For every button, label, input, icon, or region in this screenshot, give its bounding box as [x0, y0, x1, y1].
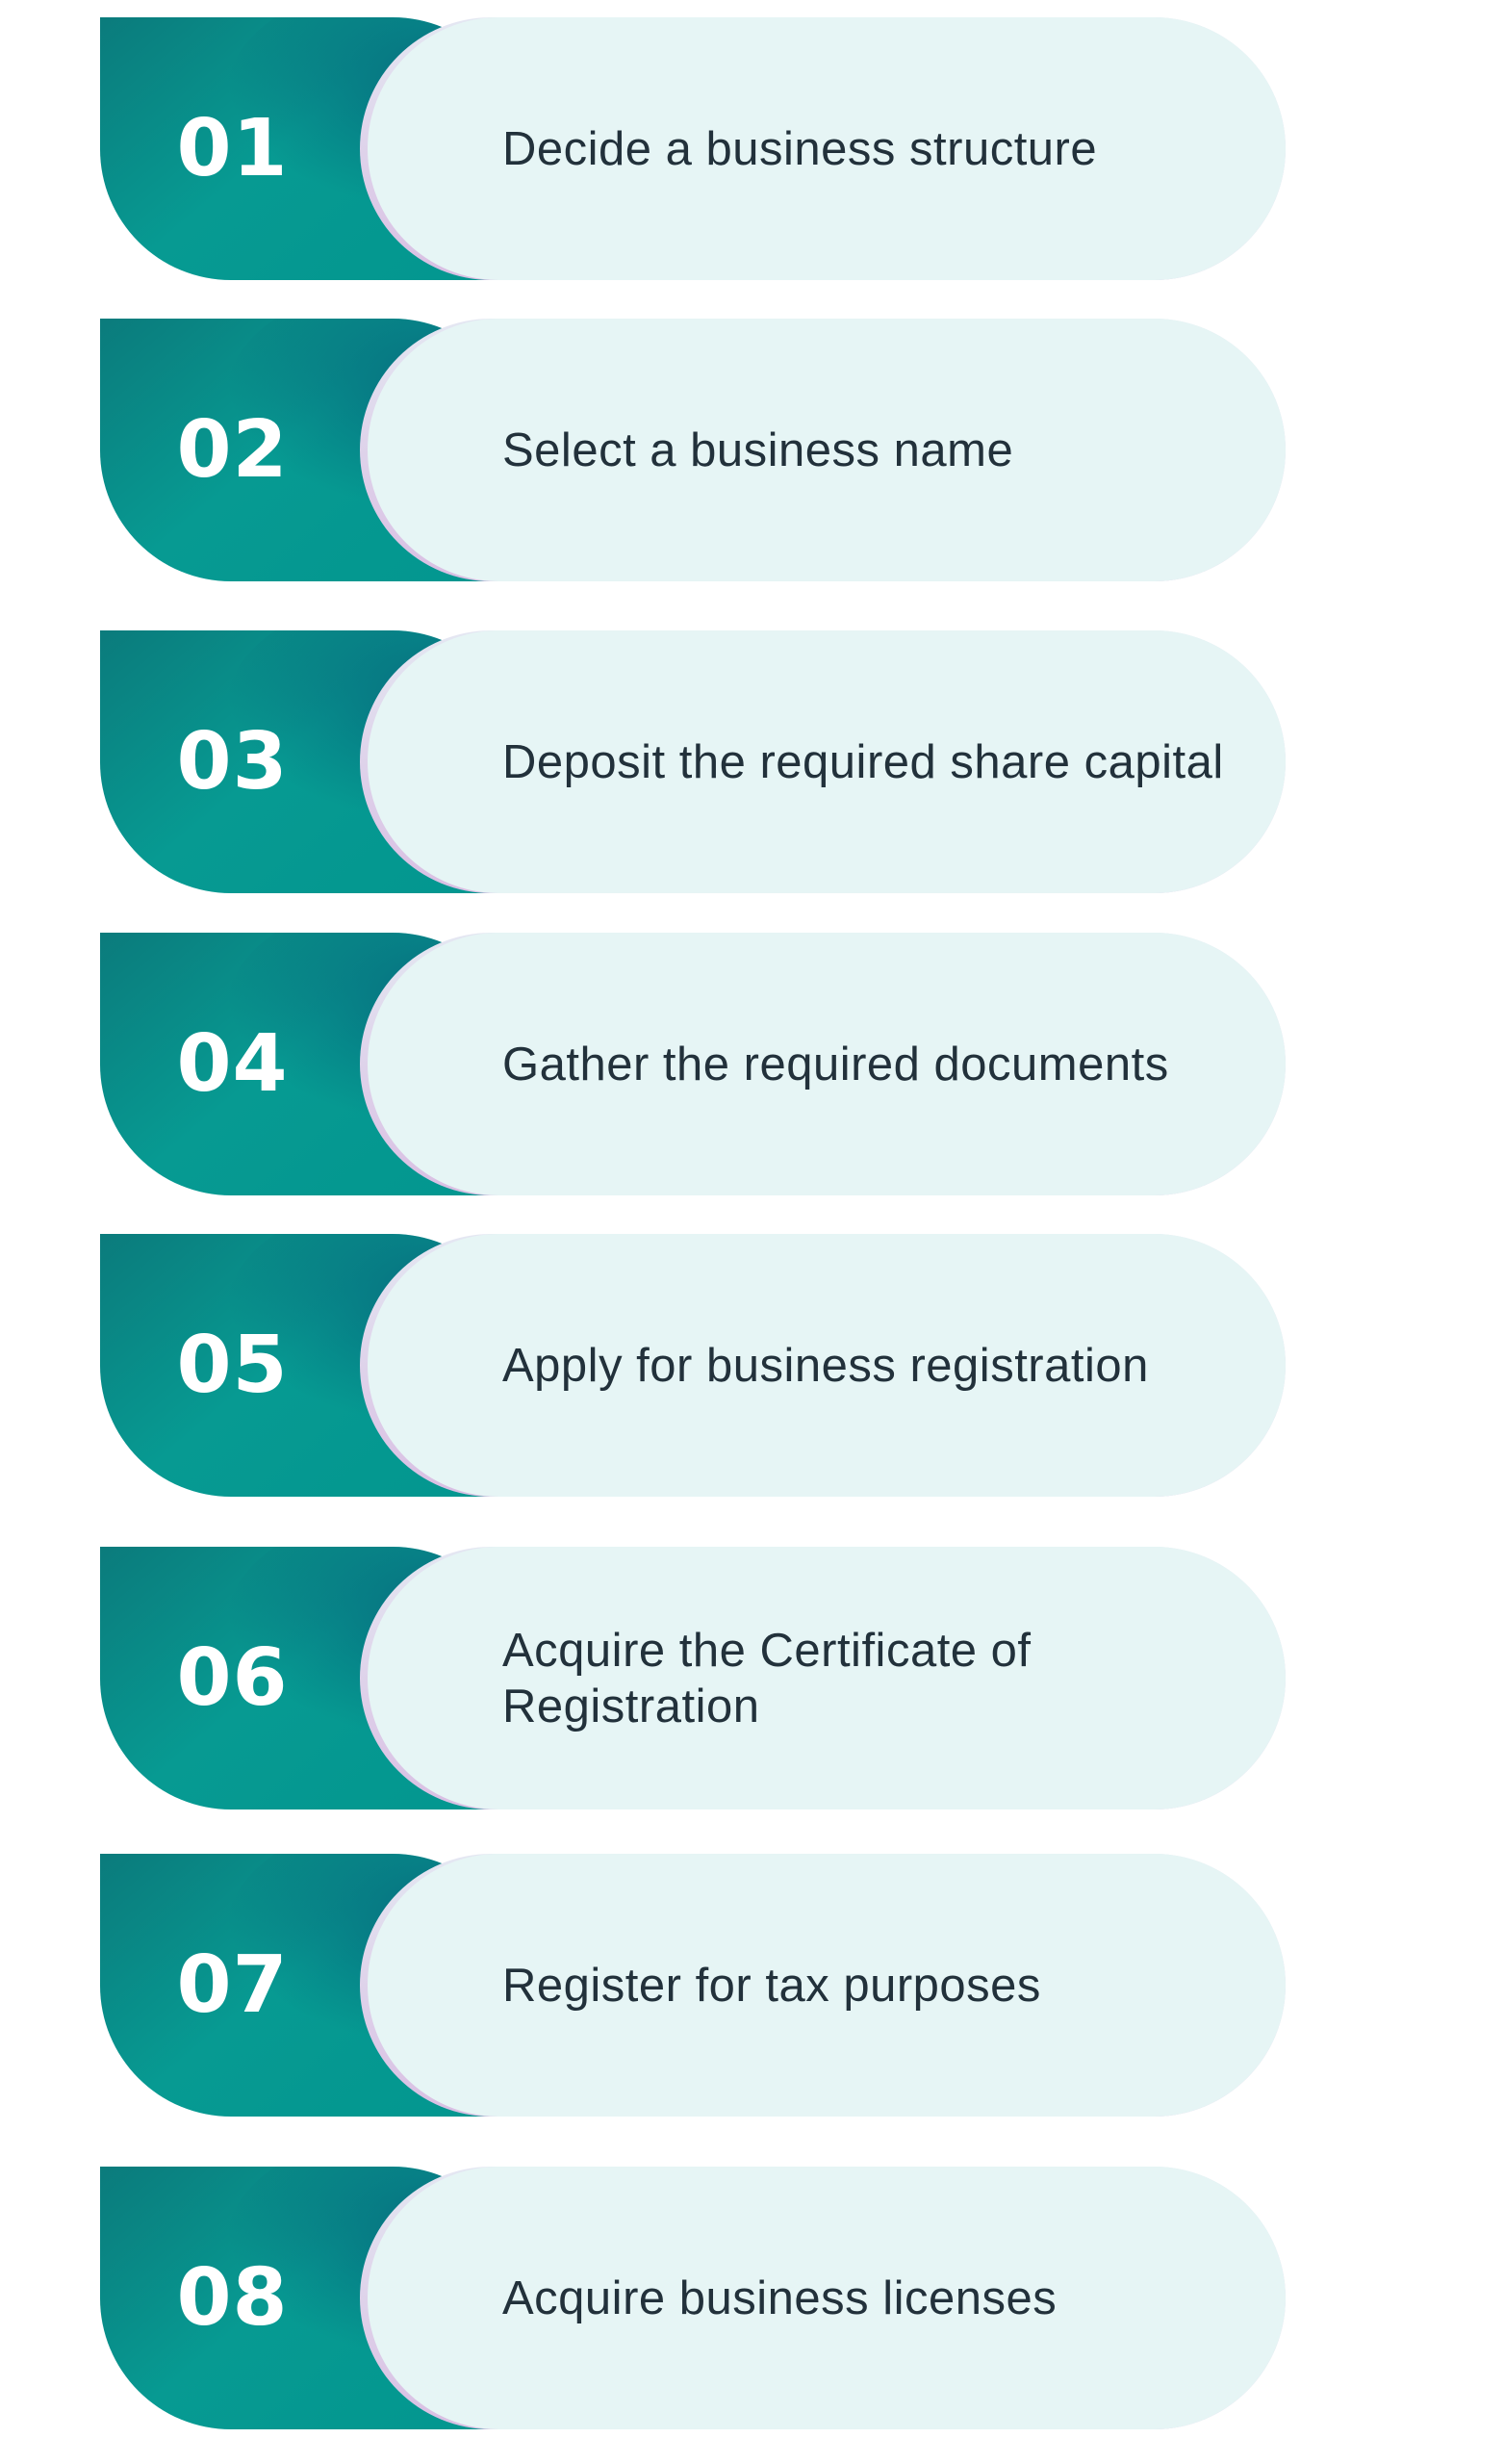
- step-number: 03: [176, 716, 289, 808]
- step-2: 02 Select a business name: [100, 319, 1286, 581]
- step-number: 07: [176, 1939, 289, 2031]
- step-pill: Gather the required documents: [368, 933, 1286, 1195]
- step-number: 01: [176, 103, 289, 194]
- step-number: 06: [176, 1632, 289, 1724]
- step-1: 01 Decide a business structure: [100, 17, 1286, 280]
- step-4: 04 Gather the required documents: [100, 933, 1286, 1195]
- step-label: Gather the required documents: [502, 1038, 1169, 1091]
- step-3: 03 Deposit the required share capital: [100, 630, 1286, 893]
- step-7: 07 Register for tax purposes: [100, 1854, 1286, 2117]
- step-label: Select a business name: [502, 424, 1014, 476]
- step-pill: Apply for business registration: [368, 1234, 1286, 1497]
- step-label: Decide a business structure: [502, 122, 1098, 175]
- step-pill: Deposit the required share capital: [368, 630, 1286, 893]
- step-number: 05: [176, 1320, 289, 1411]
- step-pill: Acquire the Certificate of Registration: [368, 1547, 1286, 1810]
- step-label: Register for tax purposes: [502, 1959, 1041, 2012]
- step-pill: Register for tax purposes: [368, 1854, 1286, 2117]
- step-6: 06 Acquire the Certificate of Registrati…: [100, 1547, 1286, 1810]
- step-pill: Decide a business structure: [368, 17, 1286, 280]
- step-8: 08 Acquire business licenses: [100, 2167, 1286, 2429]
- step-5: 05 Apply for business registration: [100, 1234, 1286, 1497]
- step-label: Acquire business licenses: [502, 2272, 1058, 2324]
- step-number: 02: [176, 404, 289, 496]
- step-number: 04: [176, 1018, 289, 1110]
- step-pill: Select a business name: [368, 319, 1286, 581]
- step-label: Deposit the required share capital: [502, 735, 1224, 788]
- step-number: 08: [176, 2252, 289, 2344]
- step-label: Apply for business registration: [502, 1339, 1149, 1392]
- step-pill: Acquire business licenses: [368, 2167, 1286, 2429]
- step-label: Acquire the Certificate of Registration: [502, 1624, 1032, 1732]
